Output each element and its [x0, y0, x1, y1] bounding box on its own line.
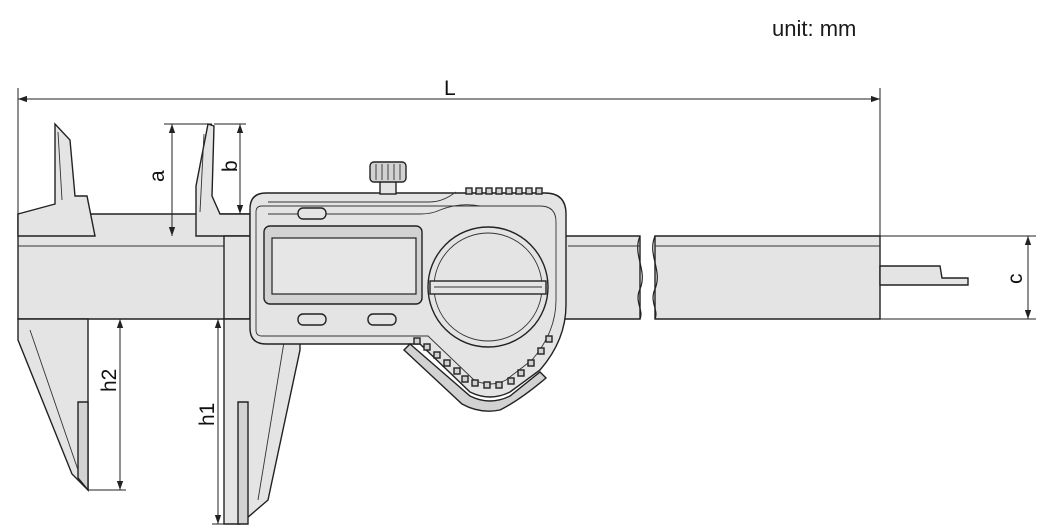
top-button[interactable] [297, 207, 327, 220]
dimension-a-label: a [146, 170, 169, 182]
bottom-left-button[interactable] [297, 313, 327, 326]
slider [195, 123, 301, 525]
unit-label: unit: mm [772, 16, 857, 41]
dimension-c-label: c [1004, 274, 1027, 285]
dimension-h2-label: h2 [98, 369, 121, 392]
dimension-a: a [146, 123, 212, 236]
dimension-L: L [17, 77, 881, 236]
display-housing [249, 187, 567, 412]
bottom-right-button[interactable] [367, 313, 397, 326]
dimension-h2: h2 [88, 319, 126, 491]
dimension-h1: h1 [196, 319, 240, 525]
thumb-roller[interactable] [369, 161, 407, 195]
dimension-b: b [214, 123, 246, 214]
grip-bottom [413, 335, 553, 389]
dimension-L-label: L [444, 77, 456, 100]
dimension-h1-label: h1 [196, 403, 219, 426]
round-cover [427, 226, 549, 348]
dimension-c: c [880, 235, 1036, 320]
dimension-b-label: b [219, 160, 242, 172]
grip-top [465, 187, 543, 195]
